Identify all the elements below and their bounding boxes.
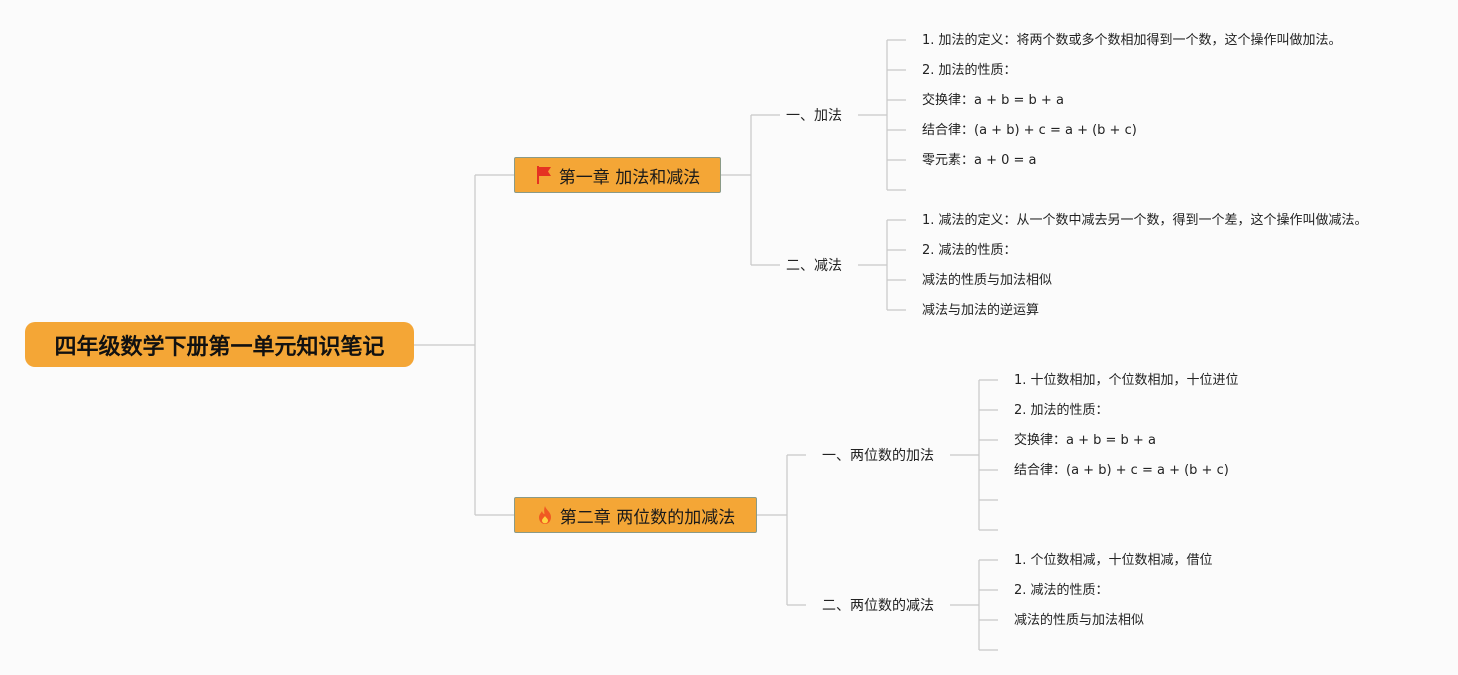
section-two-digit-addition[interactable]: 一、两位数的加法 (822, 448, 934, 464)
chapter-2-node[interactable]: 第二章 两位数的加减法 (514, 497, 757, 533)
list-item[interactable]: 1. 十位数相加，个位数相加，十位进位 (1014, 373, 1239, 388)
fire-icon (536, 505, 554, 525)
list-item[interactable]: 交换律：a + b = b + a (1014, 433, 1156, 448)
list-item[interactable]: 减法的性质与加法相似 (922, 273, 1053, 288)
chapter-1-node[interactable]: 第一章 加法和减法 (514, 157, 721, 193)
chapter-1-title: 第一章 加法和减法 (558, 167, 701, 188)
list-item[interactable]: 2. 加法的性质： (922, 63, 1017, 78)
list-item[interactable]: 结合律：(a + b) + c = a + (b + c) (1014, 463, 1229, 478)
connector-ch2-sec2 (950, 559, 998, 651)
list-item[interactable]: 减法的性质与加法相似 (1014, 613, 1145, 628)
list-item[interactable]: 2. 加法的性质： (1014, 403, 1109, 418)
root-topic-label: 四年级数学下册第一单元知识笔记 (54, 334, 385, 360)
list-item[interactable]: 结合律：(a + b) + c = a + (b + c) (922, 123, 1137, 138)
list-item[interactable]: 1. 减法的定义：从一个数中减去另一个数，得到一个差，这个操作叫做减法。 (922, 213, 1368, 228)
connector-ch1-sec2 (858, 219, 906, 311)
connector-ch2 (757, 454, 806, 606)
connector-root (414, 174, 514, 516)
list-item[interactable]: 1. 加法的定义：将两个数或多个数相加得到一个数，这个操作叫做加法。 (922, 33, 1342, 48)
list-item[interactable]: 减法与加法的逆运算 (922, 303, 1040, 318)
connector-ch1 (721, 114, 780, 266)
chapter-2-title: 第二章 两位数的加减法 (559, 507, 736, 528)
connector-ch2-sec1 (950, 379, 998, 531)
section-subtraction[interactable]: 二、减法 (786, 258, 842, 274)
root-topic[interactable]: 四年级数学下册第一单元知识笔记 (25, 322, 414, 367)
list-item[interactable]: 交换律：a + b = b + a (922, 93, 1064, 108)
connector-ch1-sec1 (858, 39, 906, 191)
section-addition[interactable]: 一、加法 (786, 108, 842, 124)
list-item[interactable]: 2. 减法的性质： (1014, 583, 1109, 598)
list-item[interactable]: 零元素：a + 0 = a (922, 153, 1037, 168)
red-flag-icon (535, 165, 553, 185)
list-item[interactable]: 1. 个位数相减，十位数相减，借位 (1014, 553, 1213, 568)
list-item[interactable]: 2. 减法的性质： (922, 243, 1017, 258)
section-two-digit-subtraction[interactable]: 二、两位数的减法 (822, 598, 934, 614)
